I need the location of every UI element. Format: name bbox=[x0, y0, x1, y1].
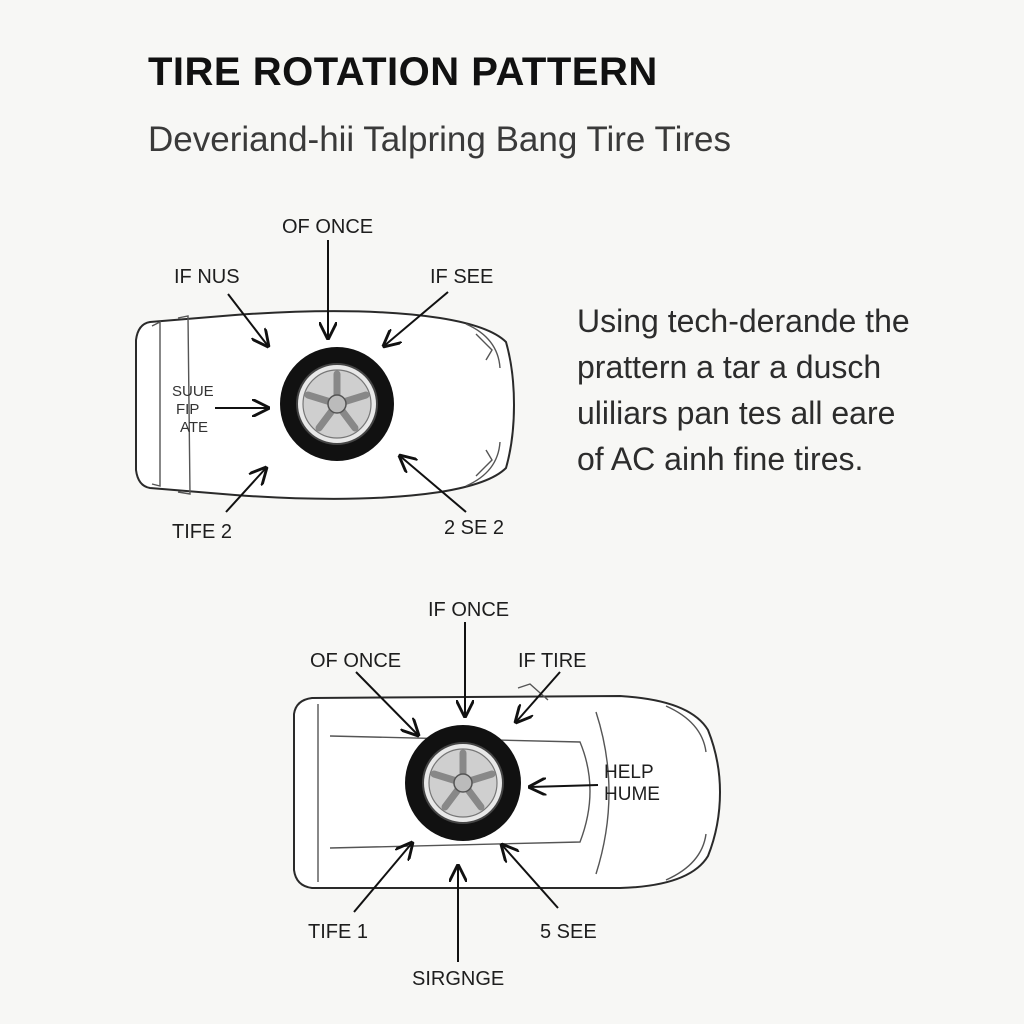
label-left-2: FIP bbox=[176, 401, 199, 418]
arrow-icon bbox=[227, 293, 268, 346]
label-left-3: ATE bbox=[180, 419, 208, 436]
diagram-1: OF ONCE IF NUS IF SEE SUUE FIP ATE TIFE … bbox=[135, 216, 515, 543]
label-bottom: SIRGNGE bbox=[412, 968, 504, 990]
arrow-icon bbox=[225, 468, 266, 513]
description-line: Using tech-derande the bbox=[577, 303, 910, 339]
tire-1-icon bbox=[280, 347, 394, 461]
description-text: Using tech-derande the prattern a tar a … bbox=[577, 298, 957, 482]
arrow-icon bbox=[400, 456, 467, 513]
arrow-icon bbox=[355, 671, 418, 735]
arrow-icon bbox=[384, 291, 449, 346]
diagram-2: IF ONCE OF ONCE IF TIRE HELP HUME TIFE 1… bbox=[293, 599, 721, 990]
page-subtitle: Deveriand-hii Talpring Bang Tire Tires bbox=[148, 120, 731, 159]
label-right-2: HUME bbox=[604, 784, 660, 805]
label-top: OF ONCE bbox=[282, 216, 373, 238]
description-line: prattern a tar a dusch bbox=[577, 349, 882, 385]
page-title: TIRE ROTATION PATTERN bbox=[148, 50, 658, 94]
label-top-left: OF ONCE bbox=[310, 650, 401, 672]
label-right-1: HELP bbox=[604, 762, 654, 783]
label-top-left: IF NUS bbox=[174, 266, 240, 288]
label-top: IF ONCE bbox=[428, 599, 509, 621]
description-line: of AC ainh fine tires. bbox=[577, 441, 864, 477]
label-bottom-right: 5 SEE bbox=[540, 921, 597, 943]
arrow-icon bbox=[516, 671, 561, 722]
description-line: uliliars pan tes all eare bbox=[577, 395, 896, 431]
arrow-icon bbox=[530, 785, 599, 787]
label-bottom-left: TIFE 2 bbox=[172, 521, 232, 543]
label-bottom-left: TIFE 1 bbox=[308, 921, 368, 943]
label-top-right: IF SEE bbox=[430, 266, 493, 288]
label-bottom-right: 2 SE 2 bbox=[444, 517, 504, 539]
label-left-1: SUUE bbox=[172, 383, 214, 400]
arrow-icon bbox=[353, 843, 412, 913]
label-top-right: IF TIRE bbox=[518, 650, 587, 672]
tire-2-icon bbox=[405, 725, 521, 841]
arrow-icon bbox=[502, 845, 559, 909]
